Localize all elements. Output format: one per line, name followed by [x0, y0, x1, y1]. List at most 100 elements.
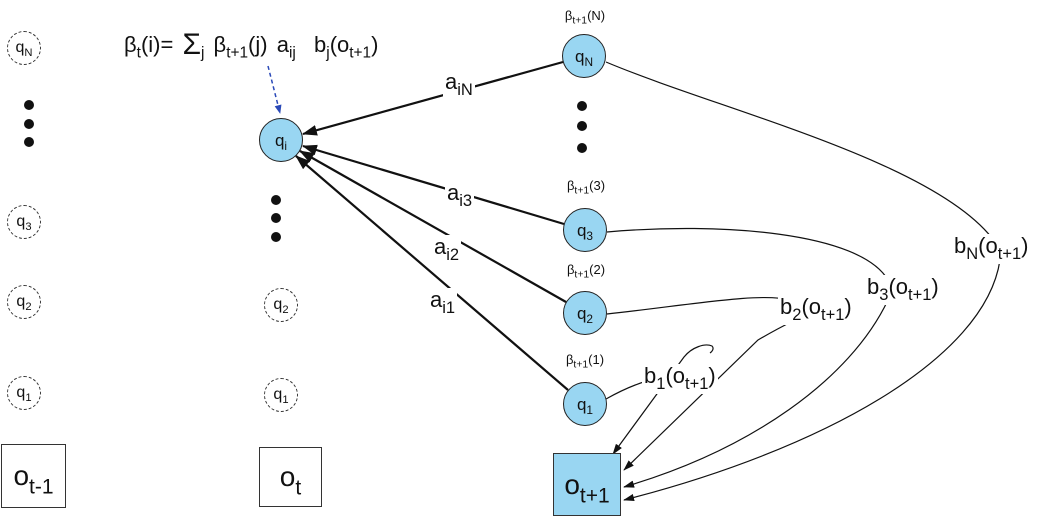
- beta-symbol: β: [566, 262, 575, 277]
- observation-symbol: o: [13, 460, 30, 491]
- state-symbol: q: [16, 384, 26, 401]
- state-index: 1: [586, 402, 594, 417]
- transition-label-aiN: aiN: [443, 70, 475, 100]
- state-symbol: q: [15, 39, 25, 56]
- state-label: q2: [273, 296, 289, 316]
- state-index: 3: [25, 220, 32, 233]
- emission-arrow-bN-to-observation: [623, 259, 1001, 502]
- emission-curve-q3-to-label: [606, 227, 889, 281]
- state-label: qi: [274, 130, 287, 152]
- formula-sum-index: j: [201, 44, 205, 62]
- state-index: 2: [25, 300, 32, 313]
- formula-next-beta-symbol: β: [213, 32, 227, 57]
- formula-emission-arg-close: ): [371, 32, 379, 57]
- state-label: qN: [15, 39, 33, 59]
- observation-label: ot-1: [13, 460, 53, 498]
- state-symbol: q: [574, 46, 585, 66]
- beta-argument: (3): [589, 178, 606, 193]
- transition-subscript: iN: [457, 80, 473, 99]
- state-index: 1: [25, 391, 32, 404]
- state-index: N: [24, 46, 33, 59]
- emission-state-index: 2: [792, 305, 802, 324]
- ellipsis-dot: [577, 143, 587, 153]
- emission-state-index: 1: [656, 374, 666, 393]
- state-node-q1-t-minus-1: q1: [7, 376, 41, 410]
- emission-arg-open: (o: [888, 274, 908, 299]
- beta-argument: (2): [589, 262, 606, 277]
- transition-symbol: a: [447, 180, 460, 205]
- transition-arrow-qN-to-qi: [301, 60, 564, 136]
- ellipsis-dot: [577, 101, 587, 111]
- beta-subscript: t+1: [573, 359, 589, 371]
- formula-transition-symbol: a: [276, 32, 289, 57]
- observation-time: t+1: [579, 483, 610, 507]
- ellipsis-dot: [24, 137, 34, 147]
- formula-beta-argument: (i)=: [140, 32, 174, 57]
- formula-beta-symbol: β: [124, 32, 137, 57]
- state-node-q1-t: q1: [264, 378, 298, 412]
- beta-subscript: t+1: [572, 15, 588, 27]
- emission-state-index: 3: [879, 285, 889, 304]
- state-symbol: q: [274, 130, 285, 150]
- emission-label-b1: b1(ot+1): [642, 364, 718, 394]
- beta-symbol: β: [566, 178, 575, 193]
- emission-arg-subscript: t+1: [821, 305, 845, 324]
- state-symbol: q: [16, 213, 26, 230]
- transition-subscript: i3: [459, 191, 473, 210]
- ellipsis-dot: [24, 100, 34, 110]
- state-symbol: q: [576, 303, 587, 323]
- observation-label: ot+1: [564, 468, 609, 506]
- emission-curve-qN-to-label: [605, 61, 993, 239]
- formula-next-beta-subscript: t+1: [226, 44, 249, 62]
- formula-next-beta-argument: (j): [248, 32, 268, 57]
- observation-box-t-plus-1: ot+1: [553, 453, 621, 516]
- transition-label-ai2: ai2: [432, 235, 462, 265]
- emission-symbol: b: [644, 363, 657, 388]
- formula-emission-arg-open: (o: [329, 32, 350, 57]
- transition-label-ai3: ai3: [445, 180, 475, 211]
- state-symbol: q: [576, 220, 587, 240]
- beta-label-qN: βt+1(N): [564, 8, 605, 26]
- emission-arg-open: (o: [665, 363, 685, 388]
- state-index: 2: [282, 303, 289, 316]
- state-label: q2: [576, 303, 593, 325]
- state-symbol: q: [273, 386, 283, 403]
- formula-emission-subscript: j: [326, 44, 330, 62]
- emission-symbol: b: [867, 274, 880, 299]
- emission-state-index: N: [966, 244, 979, 263]
- emission-arrow-b2-to-observation: [623, 319, 796, 471]
- ellipsis-dot: [577, 121, 587, 131]
- formula-sum-symbol: Σ: [182, 28, 201, 61]
- ellipsis-dot: [271, 232, 281, 242]
- state-node-q1-t-plus-1: q1: [563, 382, 607, 426]
- state-symbol: q: [273, 296, 283, 313]
- observation-symbol: o: [279, 461, 296, 492]
- state-label: qN: [574, 46, 593, 68]
- beta-symbol: β: [564, 8, 573, 23]
- state-label: q3: [16, 213, 32, 233]
- formula-emission-symbol: b: [314, 32, 327, 57]
- observation-symbol: o: [564, 468, 580, 500]
- state-index: i: [284, 138, 288, 153]
- state-node-qN-t-plus-1: qN: [562, 34, 606, 78]
- emission-arg-subscript: t+1: [997, 244, 1022, 263]
- emission-arg-close: ): [931, 274, 939, 299]
- formula-transition-subscript: ij: [288, 44, 296, 62]
- transition-symbol: a: [430, 287, 443, 312]
- emission-curve-q2-to-label: [606, 296, 791, 315]
- observation-box-t: ot: [259, 447, 322, 507]
- observation-time: t-1: [29, 475, 54, 499]
- formula-emission-arg-subscript: t+1: [349, 44, 372, 62]
- transition-arrow-q1-to-qi: [295, 155, 569, 391]
- emission-arg-open: (o: [801, 294, 821, 319]
- emission-symbol: b: [780, 294, 793, 319]
- state-node-q2-t: q2: [264, 288, 298, 322]
- state-index: 1: [282, 393, 289, 406]
- state-node-q3-t-minus-1: q3: [7, 205, 41, 239]
- observation-box-t-minus-1: ot-1: [1, 444, 66, 508]
- emission-arg-close: ): [1021, 233, 1029, 258]
- formula-beta-subscript: t: [136, 44, 141, 62]
- state-label: q2: [16, 294, 32, 313]
- ellipsis-dot: [271, 213, 281, 223]
